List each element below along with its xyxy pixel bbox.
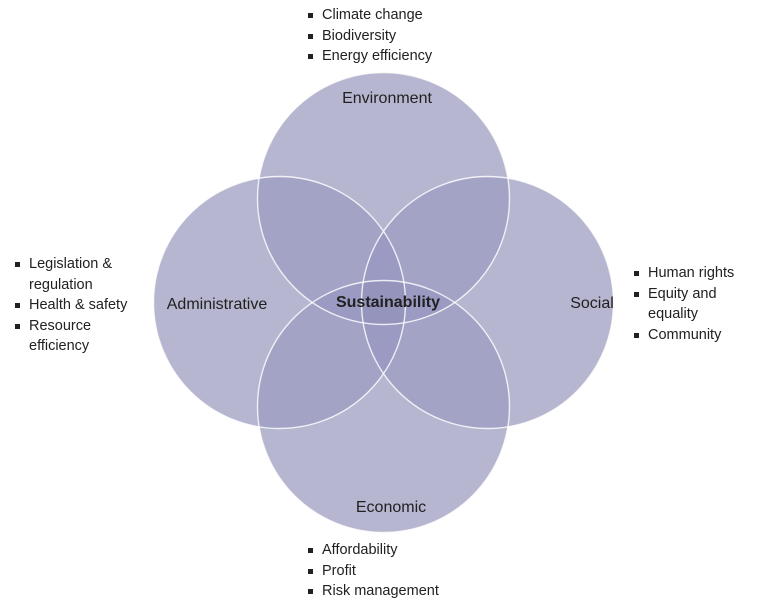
list-item-label: Biodiversity	[322, 27, 397, 44]
bullet-square-icon	[634, 271, 639, 276]
list-item-label: Resource efficiency	[29, 317, 92, 355]
list-item-label: Climate change	[322, 7, 423, 23]
list-item-label: Equity and equality	[648, 285, 717, 323]
list-item: Equity and equality	[634, 284, 748, 325]
list-item: Community	[634, 325, 748, 346]
bullet-square-icon	[308, 568, 313, 574]
bullet-square-icon	[308, 33, 313, 39]
venn-outline-economic	[256, 279, 511, 534]
list-item: Profit	[308, 561, 439, 582]
bullet-square-icon	[15, 323, 20, 329]
bullet-square-icon	[308, 54, 313, 59]
administrative-bullet-list: Legislation & regulation Health & safety…	[15, 254, 141, 357]
circle-label-economic: Economic	[355, 499, 427, 516]
list-item: Risk management	[308, 581, 439, 602]
list-item: Human rights	[634, 263, 748, 284]
list-item: Climate change	[308, 5, 432, 26]
center-label-sustainability: Sustainability	[335, 294, 441, 311]
list-item-label: Energy efficiency	[322, 48, 433, 64]
list-item-label: Affordability	[322, 542, 398, 558]
list-item: Affordability	[308, 540, 439, 561]
social-bullet-list: Human rights Equity and equality Communi…	[634, 263, 748, 345]
list-item: Energy efficiency	[308, 46, 432, 67]
bullet-square-icon	[15, 262, 20, 267]
circle-label-administrative: Administrative	[166, 296, 268, 313]
bullet-square-icon	[634, 332, 639, 338]
bullet-square-icon	[15, 303, 20, 308]
list-item-label: Community	[648, 326, 722, 343]
bullet-square-icon	[308, 13, 313, 18]
bullet-square-icon	[308, 548, 313, 553]
bullet-square-icon	[308, 589, 313, 594]
list-item: Health & safety	[15, 295, 141, 316]
economic-bullet-list: Affordability Profit Risk management	[308, 540, 439, 602]
list-item-label: Profit	[322, 562, 356, 579]
circle-label-environment: Environment	[342, 90, 432, 107]
venn-outline-social	[360, 175, 615, 430]
list-item-label: Risk management	[322, 583, 439, 599]
bullet-square-icon	[634, 291, 639, 297]
list-item: Legislation & regulation	[15, 254, 141, 295]
venn-outline-environment	[256, 71, 511, 326]
list-item: Biodiversity	[308, 26, 432, 47]
environment-bullet-list: Climate change Biodiversity Energy effic…	[308, 5, 432, 67]
circle-label-social: Social	[570, 295, 614, 312]
list-item-label: Legislation & regulation	[29, 256, 113, 293]
list-item-label: Human rights	[648, 265, 735, 281]
list-item-label: Health & safety	[29, 297, 128, 313]
venn-outline-administrative	[152, 175, 407, 430]
list-item: Resource efficiency	[15, 316, 141, 357]
